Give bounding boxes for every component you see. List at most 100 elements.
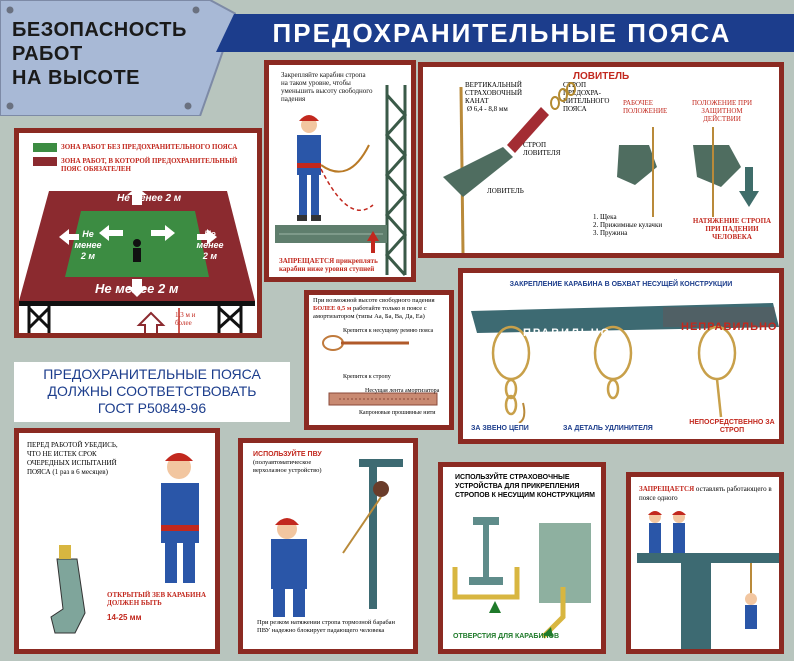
pvu-device-icon — [373, 481, 389, 497]
fasten-bottom-text: ЗАПРЕЩАЕТСЯ прикреплять карабин ниже уро… — [279, 257, 378, 273]
screw-icon — [184, 102, 192, 110]
zones-panel: ЗОНА РАБОТ БЕЗ ПРЕДОХРАНИТЕЛЬНОГО ПОЯСА … — [14, 128, 262, 338]
label-bottom: Не менее 2 м — [95, 281, 179, 296]
absorber-text: При возможной высоте свободного падения … — [313, 297, 449, 321]
fasten-illustration — [275, 85, 408, 277]
alone-panel: ЗАПРЕЩАЕТСЯ оставлять работающего в пояс… — [626, 472, 784, 654]
check-panel: ПЕРЕД РАБОТОЙ УБЕДИСЬ, ЧТО НЕ ИСТЕК СРОК… — [14, 428, 220, 654]
absorber-text-suffix: работайте только в поясе с амортизатором… — [313, 305, 427, 320]
corner-plate-shape — [0, 0, 236, 116]
alone-illustration — [637, 511, 779, 649]
gost-line: ДОЛЖНЫ СООТВЕТСТВОВАТЬ — [47, 383, 257, 399]
arrow-right-icon — [197, 229, 217, 245]
fasten-panel: Закрепляйте карабин стропа на таком уров… — [264, 60, 416, 282]
label-left: Не менее 2 м — [74, 229, 102, 261]
anchor-title: ЗАКРЕПЛЕНИЕ КАРАБИНА В ОБХВАТ НЕСУЩЕЙ КО… — [509, 281, 733, 288]
devices-panel: ИСПОЛЬЗУЙТЕ СТРАХОВОЧНЫЕ УСТРОЙСТВА ДЛЯ … — [438, 462, 606, 654]
absorber-text-prefix: При возможной высоте свободного падения — [313, 297, 435, 304]
corner-title-line: НА ВЫСОТЕ — [12, 67, 141, 89]
arrow-left-icon — [59, 229, 79, 245]
catcher-label: ЛОВИТЕЛЬ — [487, 187, 524, 195]
worker-icon — [673, 523, 685, 553]
alone-text-body: оставлять работающего в поясе одного — [639, 485, 772, 502]
pvu-bottom-text: При резком натяжении стропа тормозной ба… — [257, 619, 396, 634]
gate-text: ОТКРЫТЫЙ ЗЕВ КАРАБИНА ДОЛЖЕН БЫТЬ — [107, 591, 206, 607]
carabiner-icon — [50, 558, 86, 634]
label-top: Не менее 2 м — [117, 193, 182, 204]
catcher-title: ЛОВИТЕЛЬ — [573, 71, 630, 82]
anchor-caption-chain: ЗА ЗВЕНО ЦЕПИ — [471, 425, 529, 432]
zones-diagram — [19, 187, 255, 333]
absorber-label-tape: Несущая лента амортизатора — [365, 388, 440, 394]
catcher-illustration — [443, 82, 759, 253]
arrow-up-icon — [367, 231, 379, 253]
main-title-banner: ПРЕДОХРАНИТЕЛЬНЫЕ ПОЯСА — [210, 12, 794, 52]
anchor-wrong: НЕПРАВИЛЬНО — [681, 321, 778, 333]
catcher-panel: ЛОВИТЕЛЬ ВЕРТИКАЛЬНЫЙ СТРАХОВОЧНЫЙ КАНАТ… — [418, 62, 784, 258]
catcher-part: 2. Прижимные кулачки — [593, 221, 663, 229]
screw-icon — [6, 6, 14, 14]
alone-title: ЗАПРЕЩАЕТСЯ — [639, 485, 695, 493]
work-position-label: РАБОЧЕЕ ПОЛОЖЕНИЕ — [623, 99, 668, 115]
tension-text: НАТЯЖЕНИЕ СТРОПА ПРИ ПАДЕНИИ ЧЕЛОВЕКА — [692, 217, 772, 241]
gost-line: ГОСТ Р50849-96 — [97, 400, 207, 416]
anchor-caption-extension: ЗА ДЕТАЛЬ УДЛИНИТЕЛЯ — [563, 425, 653, 432]
catcher-part: 1. Щека — [593, 213, 617, 221]
legend-required-line: ПОЯС ОБЯЗАТЕЛЕН — [61, 165, 132, 173]
label-right: Не менее 2 м — [196, 229, 224, 261]
arrow-up-icon — [127, 187, 147, 205]
corner-title-line: РАБОТ — [12, 43, 83, 65]
gost-line: ПРЕДОХРАНИТЕЛЬНЫЕ ПОЯСА — [43, 366, 261, 382]
arrow-up-icon — [489, 601, 501, 613]
anchor-illustration — [471, 303, 779, 423]
height-note: 1,3 м и более — [175, 311, 196, 327]
arrow-down-icon — [127, 279, 147, 297]
catcher-sling-label: СТРОП ЛОВИТЕЛЯ — [523, 141, 561, 157]
absorber-illustration — [322, 335, 438, 406]
devices-text: ИСПОЛЬЗУЙТЕ СТРАХОВОЧНЫЕ УСТРОЙСТВА ДЛЯ … — [455, 474, 595, 499]
worker-icon — [649, 523, 661, 553]
fasten-top-text: Закрепляйте карабин стропа на таком уров… — [281, 71, 373, 103]
check-text: ПЕРЕД РАБОТОЙ УБЕДИСЬ, ЧТО НЕ ИСТЕК СРОК… — [27, 441, 118, 476]
legend-safe-swatch — [33, 143, 57, 152]
devices-illustration — [452, 517, 591, 639]
corner-title-line: БЕЗОПАСНОСТЬ — [12, 19, 187, 41]
absorber-label-threads: Капроновые прошивные нити — [359, 410, 436, 416]
legend-required-text: ЗОНА РАБОТ, В КОТОРОЙ ПРЕДОХРАНИТЕЛЬНЫЙ … — [61, 157, 257, 173]
hanging-worker-icon — [745, 605, 757, 629]
pvu-illustration — [271, 459, 403, 617]
absorber-label-sling: Крепится к стропу — [343, 374, 391, 380]
screw-icon — [6, 102, 14, 110]
alone-text: ЗАПРЕЩАЕТСЯ оставлять работающего в пояс… — [639, 485, 779, 503]
anchor-caption-direct: НЕПОСРЕДСТВЕННО ЗА СТРОП — [689, 419, 775, 434]
anchor-correct: ПРАВИЛЬНО — [523, 327, 612, 339]
absorber-text-highlight: БОЛЕЕ 0,5 м — [313, 305, 352, 312]
gate-value: 14-25 мм — [107, 613, 142, 622]
check-illustration — [50, 453, 199, 634]
absorber-label-belt: Крепится к несущему ремню пояса — [343, 328, 434, 334]
absorber-panel: При возможной высоте свободного падения … — [304, 290, 454, 430]
protect-position-label: ПОЛОЖЕНИЕ ПРИ ЗАЩИТНОМ ДЕЙСТВИИ — [691, 99, 753, 123]
protect-position-icon — [693, 145, 741, 187]
main-title: ПРЕДОХРАНИТЕЛЬНЫЕ ПОЯСА — [272, 18, 732, 48]
pvu-title: ИСПОЛЬЗУЙТЕ ПВУ — [253, 451, 322, 458]
catcher-device-icon — [443, 147, 513, 197]
pvu-subtitle: (полуавтоматическое верхолазное устройст… — [253, 459, 322, 474]
anchor-panel: ЗАКРЕПЛЕНИЕ КАРАБИНА В ОБХВАТ НЕСУЩЕЙ КО… — [458, 268, 784, 444]
clamp-icon — [452, 567, 520, 600]
pvu-panel: ИСПОЛЬЗУЙТЕ ПВУ (полуавтоматическое верх… — [238, 438, 418, 654]
corner-title-plate: БЕЗОПАСНОСТЬ РАБОТ НА ВЫСОТЕ — [0, 0, 236, 116]
legend-safe-text: ЗОНА РАБОТ БЕЗ ПРЕДОХРАНИТЕЛЬНОГО ПОЯСА — [61, 143, 238, 151]
rope-label: ВЕРТИКАЛЬНЫЙ СТРАХОВОЧНЫЙ КАНАТ — [465, 81, 523, 105]
legend-required-swatch — [33, 157, 57, 166]
rope-diameter: Ø 6,4 - 8,8 мм — [467, 105, 508, 113]
holes-text: ОТВЕРСТИЯ ДЛЯ КАРАБИНОВ — [453, 633, 560, 640]
legend-required-line: ЗОНА РАБОТ, В КОТОРОЙ ПРЕДОХРАНИТЕЛЬНЫЙ — [61, 157, 238, 165]
screw-icon — [192, 6, 200, 14]
gost-plate: ПРЕДОХРАНИТЕЛЬНЫЕ ПОЯСА ДОЛЖНЫ СООТВЕТСТ… — [14, 362, 290, 422]
catcher-part: 3. Пружина — [593, 229, 628, 237]
person-icon — [133, 239, 141, 247]
arrow-down-icon — [739, 191, 759, 207]
work-position-icon — [617, 145, 657, 185]
